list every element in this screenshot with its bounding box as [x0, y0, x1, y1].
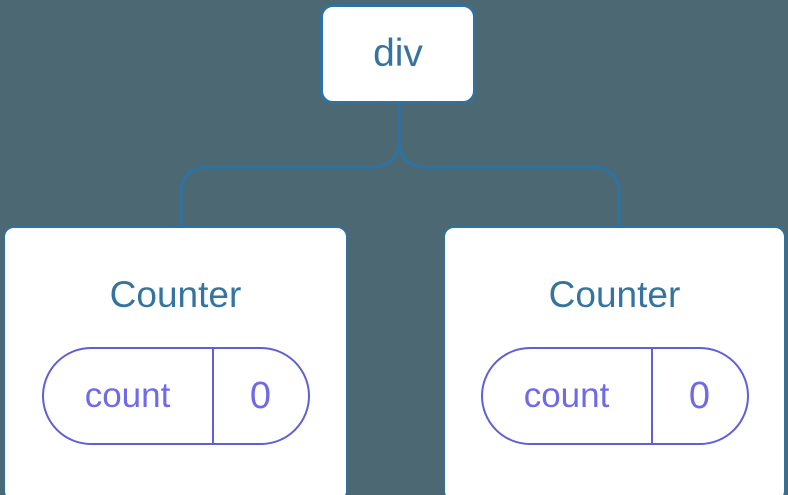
state-key-label: count	[483, 349, 653, 443]
counter-node-left-title: Counter	[109, 274, 242, 315]
root-node-div: div	[320, 4, 476, 104]
connector-root-to-left-child	[179, 104, 401, 227]
connector-root-to-right-child	[397, 104, 621, 227]
counter-node-right-title: Counter	[548, 274, 681, 315]
counter-node-left-state-pill: count 0	[41, 347, 310, 445]
state-key-label: count	[44, 349, 214, 443]
state-value-label: 0	[249, 374, 272, 417]
state-value-label: 0	[688, 374, 711, 417]
root-node-label: div	[373, 32, 423, 75]
counter-node-right-state-pill: count 0	[480, 347, 749, 445]
counter-node-left: Counter count 0	[3, 226, 348, 495]
counter-node-right: Counter count 0	[443, 226, 786, 495]
